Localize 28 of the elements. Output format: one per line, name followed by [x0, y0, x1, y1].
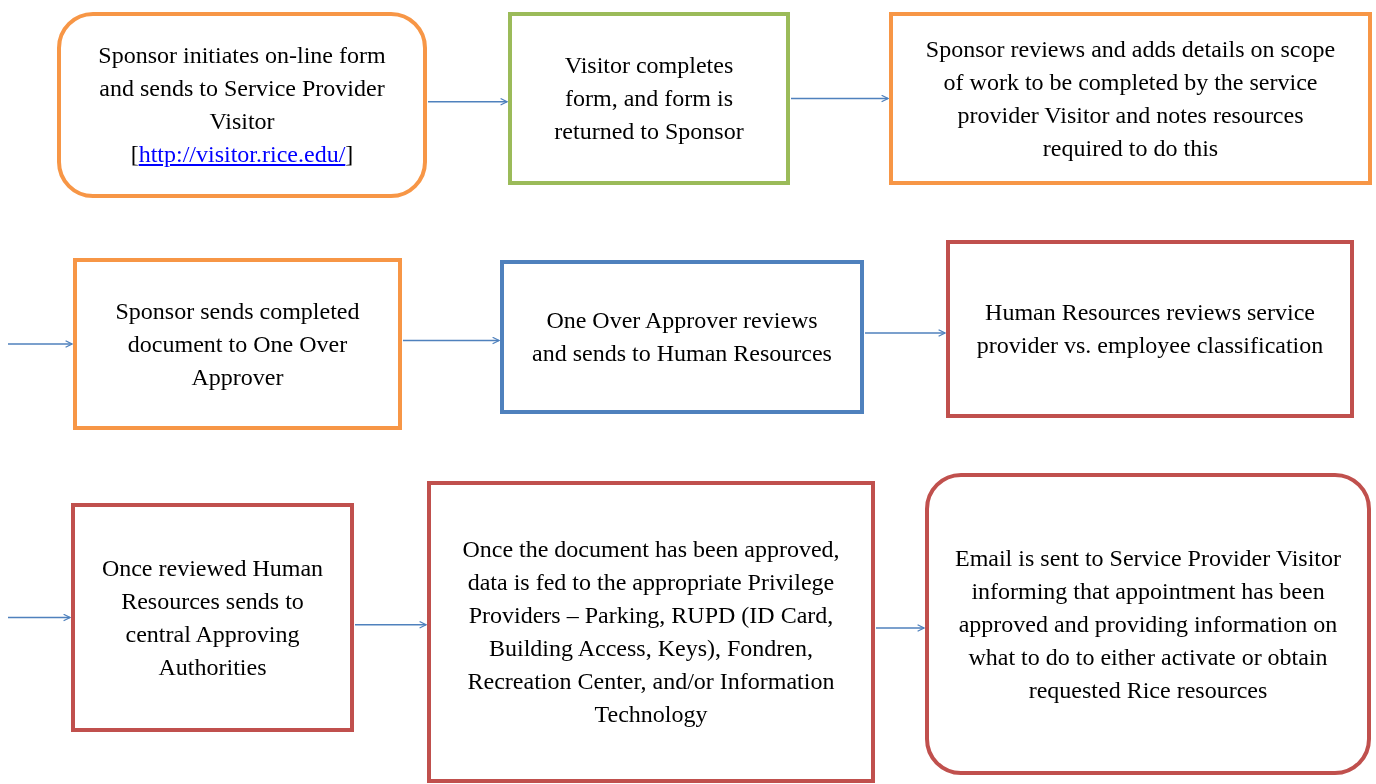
process-box — [71, 503, 354, 732]
node-text: Email is sent to Service Provider Visitor informing that appointment has been approved and providing information on what to do to either activate or obtain requested Rice resources — [953, 543, 1343, 705]
node-text: [http://visitor.rice.edu/] — [130, 140, 354, 169]
arrow — [864, 329, 946, 337]
arrow — [402, 336, 500, 345]
process-box — [925, 473, 1371, 775]
process-box — [427, 481, 875, 783]
process-box — [508, 12, 790, 185]
arrow — [7, 340, 73, 348]
arrow — [7, 613, 71, 622]
node-text: One Over Approver reviews and sends to Human Resources — [531, 306, 833, 368]
arrow — [427, 97, 508, 106]
process-box — [946, 240, 1354, 418]
arrow — [875, 624, 925, 632]
node-text: Human Resources reviews service provider vs. employee classification — [975, 298, 1325, 360]
node-text: Once the document has been approved, data is fed to the appropriate Privilege Providers – Parking, RUPD (ID Card, Building Access, Keys), Fondren, Recreation Center, and/or Information Technology — [461, 535, 841, 729]
arrow — [354, 620, 427, 629]
process-box — [57, 12, 427, 198]
process-box — [889, 12, 1372, 185]
node-text: Sponsor reviews and adds details on scope of work to be completed by the service provider Visitor and notes resources required to do this — [924, 34, 1337, 163]
node-text: Sponsor initiates on-line form and sends to Service Provider Visitor — [97, 41, 387, 136]
node-text: Visitor completes form, and form is returned to Sponsor — [553, 51, 745, 146]
node-text: Once reviewed Human Resources sends to central Approving Authorities — [100, 553, 325, 682]
link: http://visitor.rice.edu/ — [138, 141, 346, 167]
process-box — [73, 258, 402, 430]
arrow — [790, 94, 889, 103]
node-text: Sponsor sends completed document to One Over Approver — [114, 296, 361, 392]
process-box — [500, 260, 864, 414]
